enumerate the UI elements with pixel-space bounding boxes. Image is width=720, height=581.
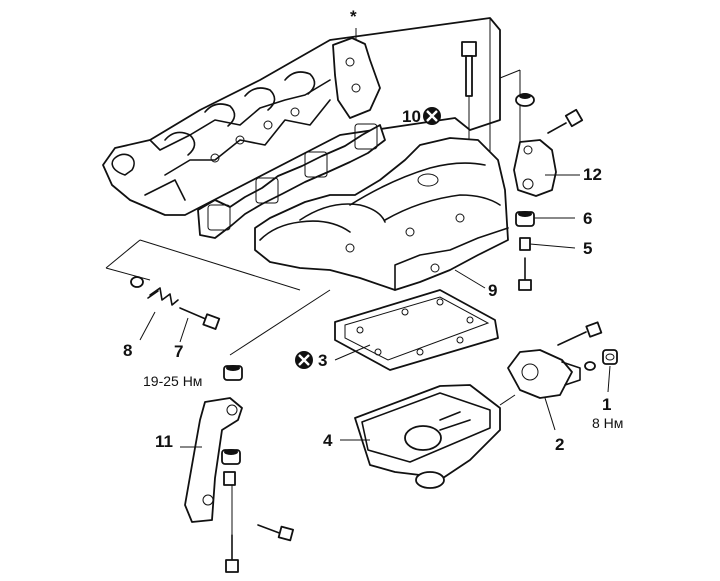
grommet-lower: [221, 449, 241, 486]
intake-manifold: [254, 137, 509, 291]
label-4: 4: [323, 431, 333, 450]
intake-gasket: [197, 123, 386, 239]
bolt-under-5: [518, 257, 532, 291]
label-star: *: [350, 7, 357, 26]
head-bracket: [332, 28, 381, 119]
bolt-7: [179, 307, 221, 330]
spacer-5: [519, 237, 531, 251]
bolt-2: [557, 321, 603, 346]
valve-2: [507, 349, 581, 431]
label-8: 8: [123, 341, 132, 360]
cylinder-head: [102, 17, 501, 216]
manifold-stud-bolt: [461, 41, 477, 150]
label-7: 7: [174, 342, 183, 361]
grommet-top: [515, 93, 535, 107]
label-2: 2: [555, 435, 564, 454]
lower-housing-4: [354, 384, 501, 489]
label-10: 10: [402, 107, 421, 126]
bracket-11: [184, 397, 243, 523]
label-5: 5: [583, 239, 592, 258]
bracket-12: [513, 139, 557, 197]
grommet-6: [515, 211, 535, 227]
reference-lines: [105, 18, 556, 406]
label-12: 12: [583, 165, 602, 184]
grommet-middle: [223, 365, 243, 381]
label-9: 9: [488, 281, 497, 300]
spring-8: [130, 276, 179, 306]
label-1: 1: [602, 395, 611, 414]
bolt-12: [547, 108, 584, 134]
bolt-lower-vertical: [225, 534, 239, 573]
torque-1: 8 Нм: [592, 415, 623, 431]
washer-nut-1: [584, 349, 618, 371]
label-11: 11: [155, 432, 173, 451]
circled-x-icon: [295, 351, 313, 369]
cover-gasket-3: [334, 289, 499, 371]
label-3: 3: [318, 351, 327, 370]
circled-x-icon: [423, 107, 441, 125]
torque-7: 19-25 Нм: [143, 373, 202, 389]
label-6: 6: [583, 209, 592, 228]
bolt-lower-horizontal: [257, 524, 294, 542]
